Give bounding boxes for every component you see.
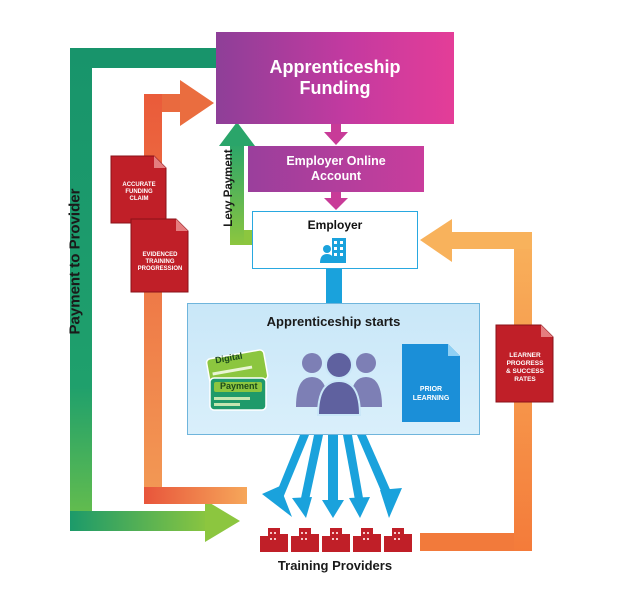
provider-fan-arrows — [262, 435, 402, 518]
prior-learning-line-1: PRIOR — [419, 386, 443, 393]
funding-claim-label: ACCURATE FUNDING CLAIM — [112, 182, 166, 203]
training-progression-line-1: EVIDENCED — [142, 252, 178, 258]
learner-progress-line-2: PROGRESS — [506, 360, 544, 367]
funding-claim-line-1: ACCURATE — [122, 182, 156, 188]
employer-connector — [326, 269, 342, 304]
accurate-funding-claim-document-icon — [110, 155, 167, 224]
training-provider-buildings-icon — [260, 528, 412, 552]
learner-progress-label: LEARNER PROGRESS & SUCCESS RATES — [498, 352, 552, 384]
prior-learning-line-2: LEARNING — [412, 395, 450, 402]
payment-to-provider-label: Payment to Provider — [66, 188, 84, 335]
digital-payment-card-icon — [205, 349, 269, 411]
account-label: Employer Online Account — [286, 154, 386, 183]
payment-card-label: Payment — [220, 381, 258, 391]
prior-learning-label: PRIOR LEARNING — [404, 385, 458, 403]
training-progression-line-3: PROGRESSION — [137, 266, 183, 272]
employer-building-icon — [320, 238, 346, 263]
funding-label: Apprenticeship Funding — [269, 57, 401, 98]
learner-progress-line-3: & SUCCESS — [506, 368, 544, 375]
employer-label: Employer — [307, 218, 363, 232]
employer-online-account-node: Employer Online Account — [248, 146, 424, 192]
funding-claim-line-3: CLAIM — [129, 196, 149, 202]
payment-to-provider-arrow — [70, 48, 240, 542]
apprenticeship-starts-label: Apprenticeship starts — [266, 314, 401, 329]
apprenticeship-funding-node: Apprenticeship Funding — [216, 32, 454, 124]
funding-to-account-arrow — [324, 124, 348, 145]
levy-payment-label: Levy Payment — [223, 149, 235, 227]
account-to-employer-arrow — [324, 192, 348, 210]
funding-claim-line-2: FUNDING — [125, 189, 153, 195]
employer-node: Employer — [252, 211, 418, 269]
learner-progress-line-4: RATES — [514, 376, 536, 383]
learner-progress-line-1: LEARNER — [509, 352, 541, 359]
training-progression-line-2: TRAINING — [145, 259, 175, 265]
learner-progress-document-icon — [495, 324, 554, 403]
prior-learning-document-icon — [402, 344, 460, 422]
levy-payment-arrow — [219, 122, 255, 245]
training-progression-label: EVIDENCED TRAINING PROGRESSION — [133, 252, 187, 273]
training-providers-label: Training Providers — [277, 558, 393, 573]
learners-group-icon — [296, 351, 382, 416]
evidenced-training-progression-document-icon — [130, 218, 189, 293]
